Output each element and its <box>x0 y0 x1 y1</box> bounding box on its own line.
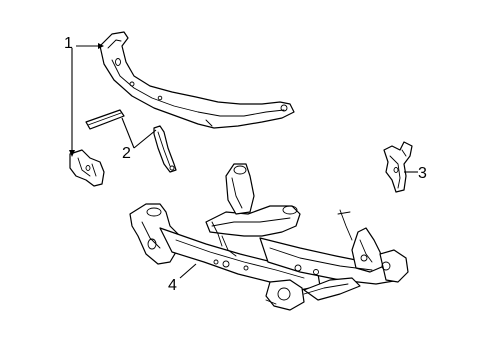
callout-3: 3 <box>418 165 427 182</box>
callout-2: 2 <box>122 145 131 162</box>
part-4-subframe <box>129 163 409 311</box>
callout-4: 4 <box>168 277 177 294</box>
callout-1: 1 <box>64 35 73 52</box>
part-3-bracket <box>383 141 413 193</box>
part-1-upper-bar <box>99 31 295 129</box>
part-1-bracket <box>69 149 105 187</box>
leader-2 <box>121 117 157 149</box>
leader-lines <box>69 43 418 279</box>
leader-4 <box>179 263 197 279</box>
part-2-strip <box>85 109 125 130</box>
part-2-brace <box>153 125 177 173</box>
